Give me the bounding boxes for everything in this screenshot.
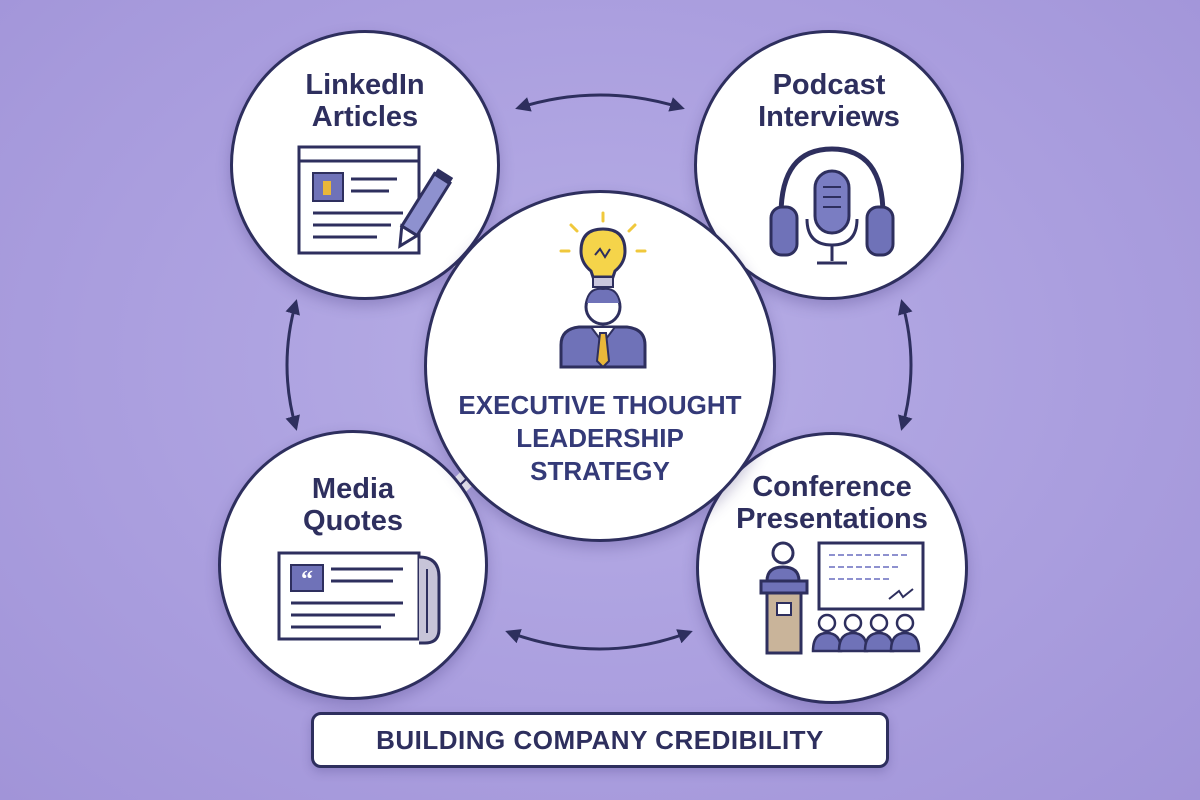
- footer-banner: BUILDING COMPANY CREDIBILITY: [311, 712, 889, 768]
- center-strategy-title: EXECUTIVE THOUGHT LEADERSHIP STRATEGY: [458, 390, 742, 486]
- arrow-right: [898, 299, 913, 431]
- node-conference-presentations: Conference Presentations: [696, 432, 968, 704]
- article-with-pencil-icon: [297, 145, 453, 255]
- footer-banner-label: BUILDING COMPANY CREDIBILITY: [376, 724, 824, 755]
- arrow-bottom: [505, 629, 693, 651]
- arrow-top: [515, 93, 685, 112]
- node-podcast-interviews: Podcast Interviews: [694, 30, 964, 300]
- svg-text:“: “: [301, 567, 313, 593]
- node-media-quotes: Media Quotes “: [218, 430, 488, 700]
- newspaper-quote-icon: “: [277, 551, 441, 645]
- speaker-podium-audience-icon: [759, 541, 925, 655]
- node-conference-title: Conference Presentations: [736, 471, 928, 535]
- node-linkedin-articles: LinkedIn Articles: [230, 30, 500, 300]
- center-strategy-circle: EXECUTIVE THOUGHT LEADERSHIP STRATEGY: [424, 190, 776, 542]
- node-linkedin-title: LinkedIn Articles: [305, 69, 425, 133]
- arrow-left: [285, 299, 300, 431]
- node-podcast-title: Podcast Interviews: [758, 69, 900, 133]
- headphones-microphone-icon: [769, 146, 895, 265]
- node-media-title: Media Quotes: [303, 473, 403, 537]
- executive-with-lightbulb-icon: [559, 211, 647, 369]
